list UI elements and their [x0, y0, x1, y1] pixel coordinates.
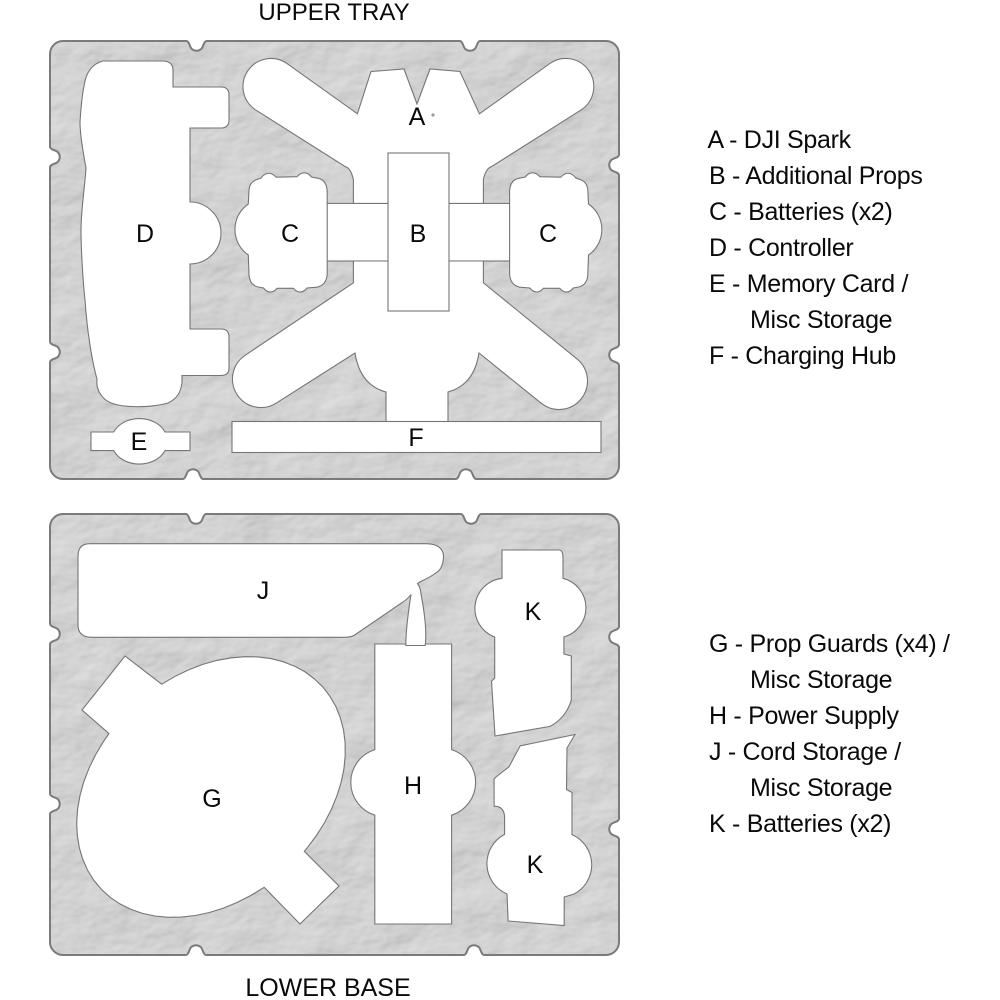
svg-text:C: C — [281, 220, 299, 248]
svg-text:F - Charging Hub: F - Charging Hub — [709, 342, 896, 370]
svg-text:E - Memory Card /: E - Memory Card / — [709, 270, 908, 298]
svg-text:B: B — [410, 220, 427, 248]
svg-text:G - Prop Guards (x4) /: G - Prop Guards (x4) / — [709, 630, 950, 658]
svg-text:C - Batteries (x2): C - Batteries (x2) — [709, 198, 893, 226]
svg-text:K: K — [527, 851, 544, 879]
svg-text:J: J — [257, 577, 270, 605]
svg-text:K - Batteries (x2): K - Batteries (x2) — [709, 810, 891, 838]
svg-text:F: F — [408, 424, 423, 452]
svg-text:C: C — [539, 220, 557, 248]
svg-text:B - Additional Props: B - Additional Props — [709, 162, 923, 190]
svg-text:J - Cord Storage /: J - Cord Storage / — [709, 738, 901, 766]
svg-text:H - Power Supply: H - Power Supply — [709, 702, 900, 730]
svg-text:Misc Storage: Misc Storage — [750, 774, 892, 802]
svg-text:A - DJI Spark: A - DJI Spark — [708, 126, 852, 154]
svg-text:G: G — [202, 785, 221, 813]
svg-text:UPPER TRAY: UPPER TRAY — [258, 0, 409, 26]
svg-text:A: A — [409, 103, 426, 131]
svg-text:E: E — [131, 428, 148, 456]
svg-text:LOWER BASE: LOWER BASE — [245, 974, 410, 1000]
svg-text:Misc Storage: Misc Storage — [750, 666, 892, 694]
svg-text:D - Controller: D - Controller — [709, 234, 853, 262]
svg-text:H: H — [404, 772, 422, 800]
svg-text:D: D — [136, 220, 154, 248]
svg-text:K: K — [525, 598, 542, 626]
svg-text:Misc Storage: Misc Storage — [750, 306, 892, 334]
